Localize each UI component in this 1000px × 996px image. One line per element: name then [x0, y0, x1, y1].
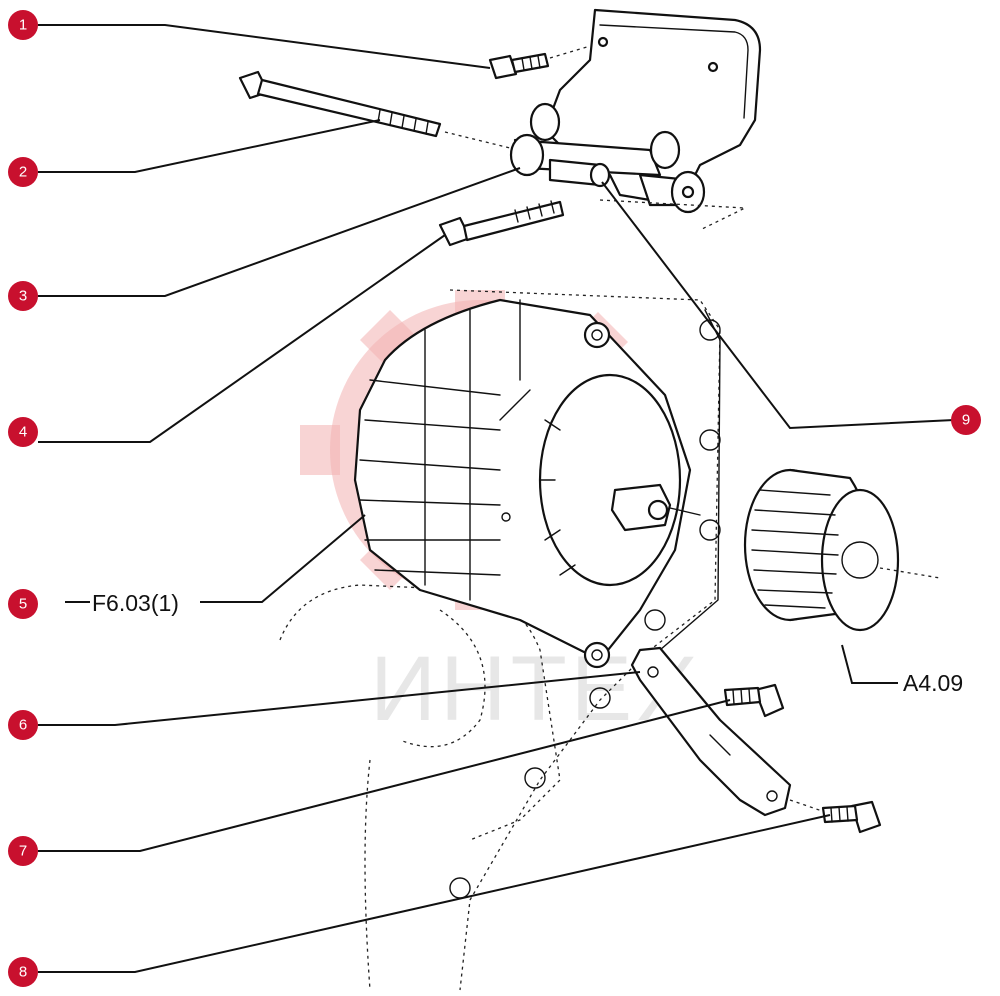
- callout-6-label: 6: [19, 717, 27, 734]
- callout-2-label: 2: [19, 164, 27, 181]
- callout-1-label: 1: [19, 17, 27, 34]
- callout-1: 1: [8, 10, 38, 40]
- callout-8-label: 8: [19, 964, 27, 981]
- leader-9: [601, 181, 955, 430]
- leader-lines: [38, 24, 955, 973]
- callout-2: 2: [8, 157, 38, 187]
- bolt-8: [821, 800, 882, 834]
- callout-3: 3: [8, 281, 38, 311]
- callout-6: 6: [8, 710, 38, 740]
- bolt-2: [238, 70, 511, 149]
- callout-9-label: 9: [962, 412, 970, 429]
- callout-8: 8: [8, 957, 38, 987]
- alternator: [353, 298, 701, 669]
- callout-5: 5: [8, 589, 38, 619]
- callout-7-label: 7: [19, 843, 27, 860]
- leader-a409: [841, 644, 898, 684]
- leader-7: [38, 699, 731, 852]
- pulley: [743, 468, 941, 632]
- leader-8: [38, 814, 831, 973]
- adjusting-strap: [630, 646, 826, 817]
- ref-alternator-label: F6.03(1): [92, 590, 179, 616]
- callout-9: 9: [951, 405, 981, 435]
- callout-4: 4: [8, 417, 38, 447]
- bolt-1: [488, 45, 591, 80]
- leader-4: [38, 234, 446, 443]
- bolt-4: [438, 200, 565, 247]
- leader-5: [200, 514, 366, 603]
- leader-2: [38, 119, 381, 173]
- callout-5-label: 5: [19, 596, 27, 613]
- leader-6: [38, 671, 641, 726]
- bolt-7: [723, 683, 785, 718]
- callout-3-label: 3: [19, 288, 27, 305]
- leader-3: [38, 167, 521, 297]
- callout-4-label: 4: [19, 424, 27, 441]
- ref-pulley-label: A4.09: [903, 670, 963, 696]
- leader-1: [38, 24, 491, 69]
- callout-7: 7: [8, 836, 38, 866]
- mounting-bracket: [509, 8, 762, 231]
